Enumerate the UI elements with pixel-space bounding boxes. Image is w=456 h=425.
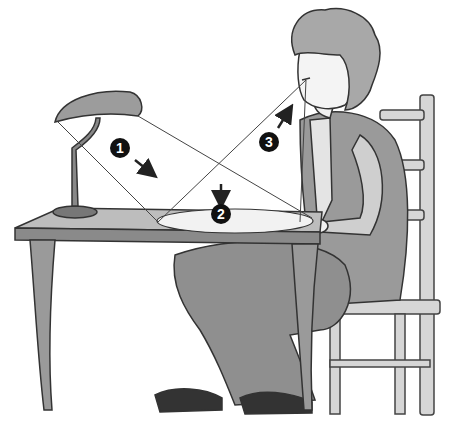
direction-arrow — [278, 112, 288, 128]
chair-stretcher — [330, 360, 430, 367]
callout-number: 1 — [110, 138, 130, 158]
skirt — [174, 241, 350, 405]
direction-arrow — [220, 184, 223, 200]
light-rays — [58, 80, 312, 222]
lamp-shade — [55, 91, 142, 122]
arm — [320, 135, 382, 235]
ray-line — [58, 122, 158, 222]
shoe — [155, 389, 222, 412]
callout-number: 3 — [259, 132, 279, 152]
lamp-base — [53, 206, 97, 218]
chair-rail — [380, 110, 424, 120]
woman — [155, 9, 408, 414]
eye — [302, 78, 310, 80]
direction-arrow — [135, 160, 150, 172]
desk-lamp — [53, 91, 142, 218]
callout-number: 2 — [211, 204, 231, 224]
table-leg — [30, 240, 55, 410]
ray-line — [138, 116, 312, 218]
lit-paper — [157, 209, 313, 233]
table — [15, 208, 322, 410]
lamp-arm — [72, 118, 100, 206]
ray-line — [300, 80, 306, 222]
table-leg — [292, 244, 318, 410]
ray-line — [158, 80, 306, 222]
shoe — [240, 392, 312, 414]
